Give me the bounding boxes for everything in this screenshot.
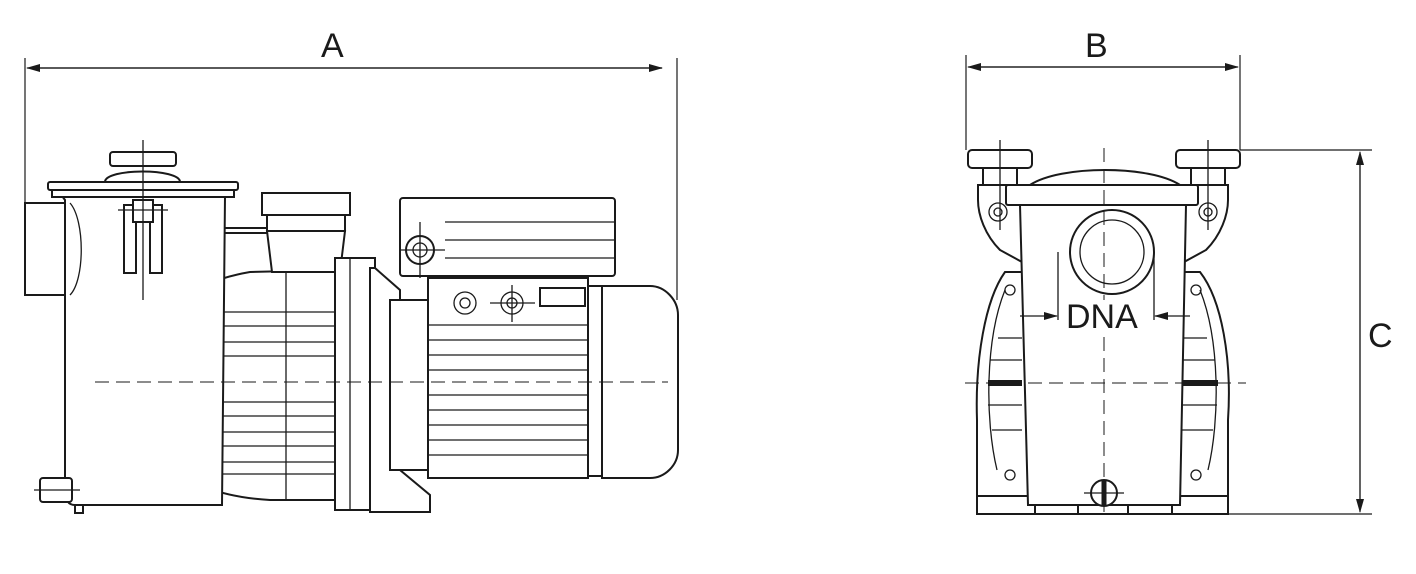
- front-fins: [988, 337, 1217, 431]
- motor-fins: [428, 324, 588, 456]
- strainer-housing: [24, 140, 239, 514]
- front-view: [965, 55, 1372, 515]
- side-view: [24, 58, 679, 514]
- dimension-c-line: [1228, 149, 1372, 515]
- dimension-dna-label: DNA: [1064, 298, 1140, 336]
- dimension-c-label: C: [1368, 317, 1393, 355]
- terminal-box: [399, 197, 616, 278]
- mounting-holes: [1004, 284, 1202, 481]
- motor-body: [427, 277, 679, 479]
- motor-flange: [334, 257, 431, 513]
- dimension-a-line: [24, 58, 678, 300]
- dimension-b-line: [965, 55, 1241, 150]
- dimension-b-label: B: [1085, 27, 1108, 65]
- outlet-port: [215, 192, 351, 273]
- dimension-a-label: A: [321, 27, 344, 65]
- inlet-port: [1057, 209, 1155, 320]
